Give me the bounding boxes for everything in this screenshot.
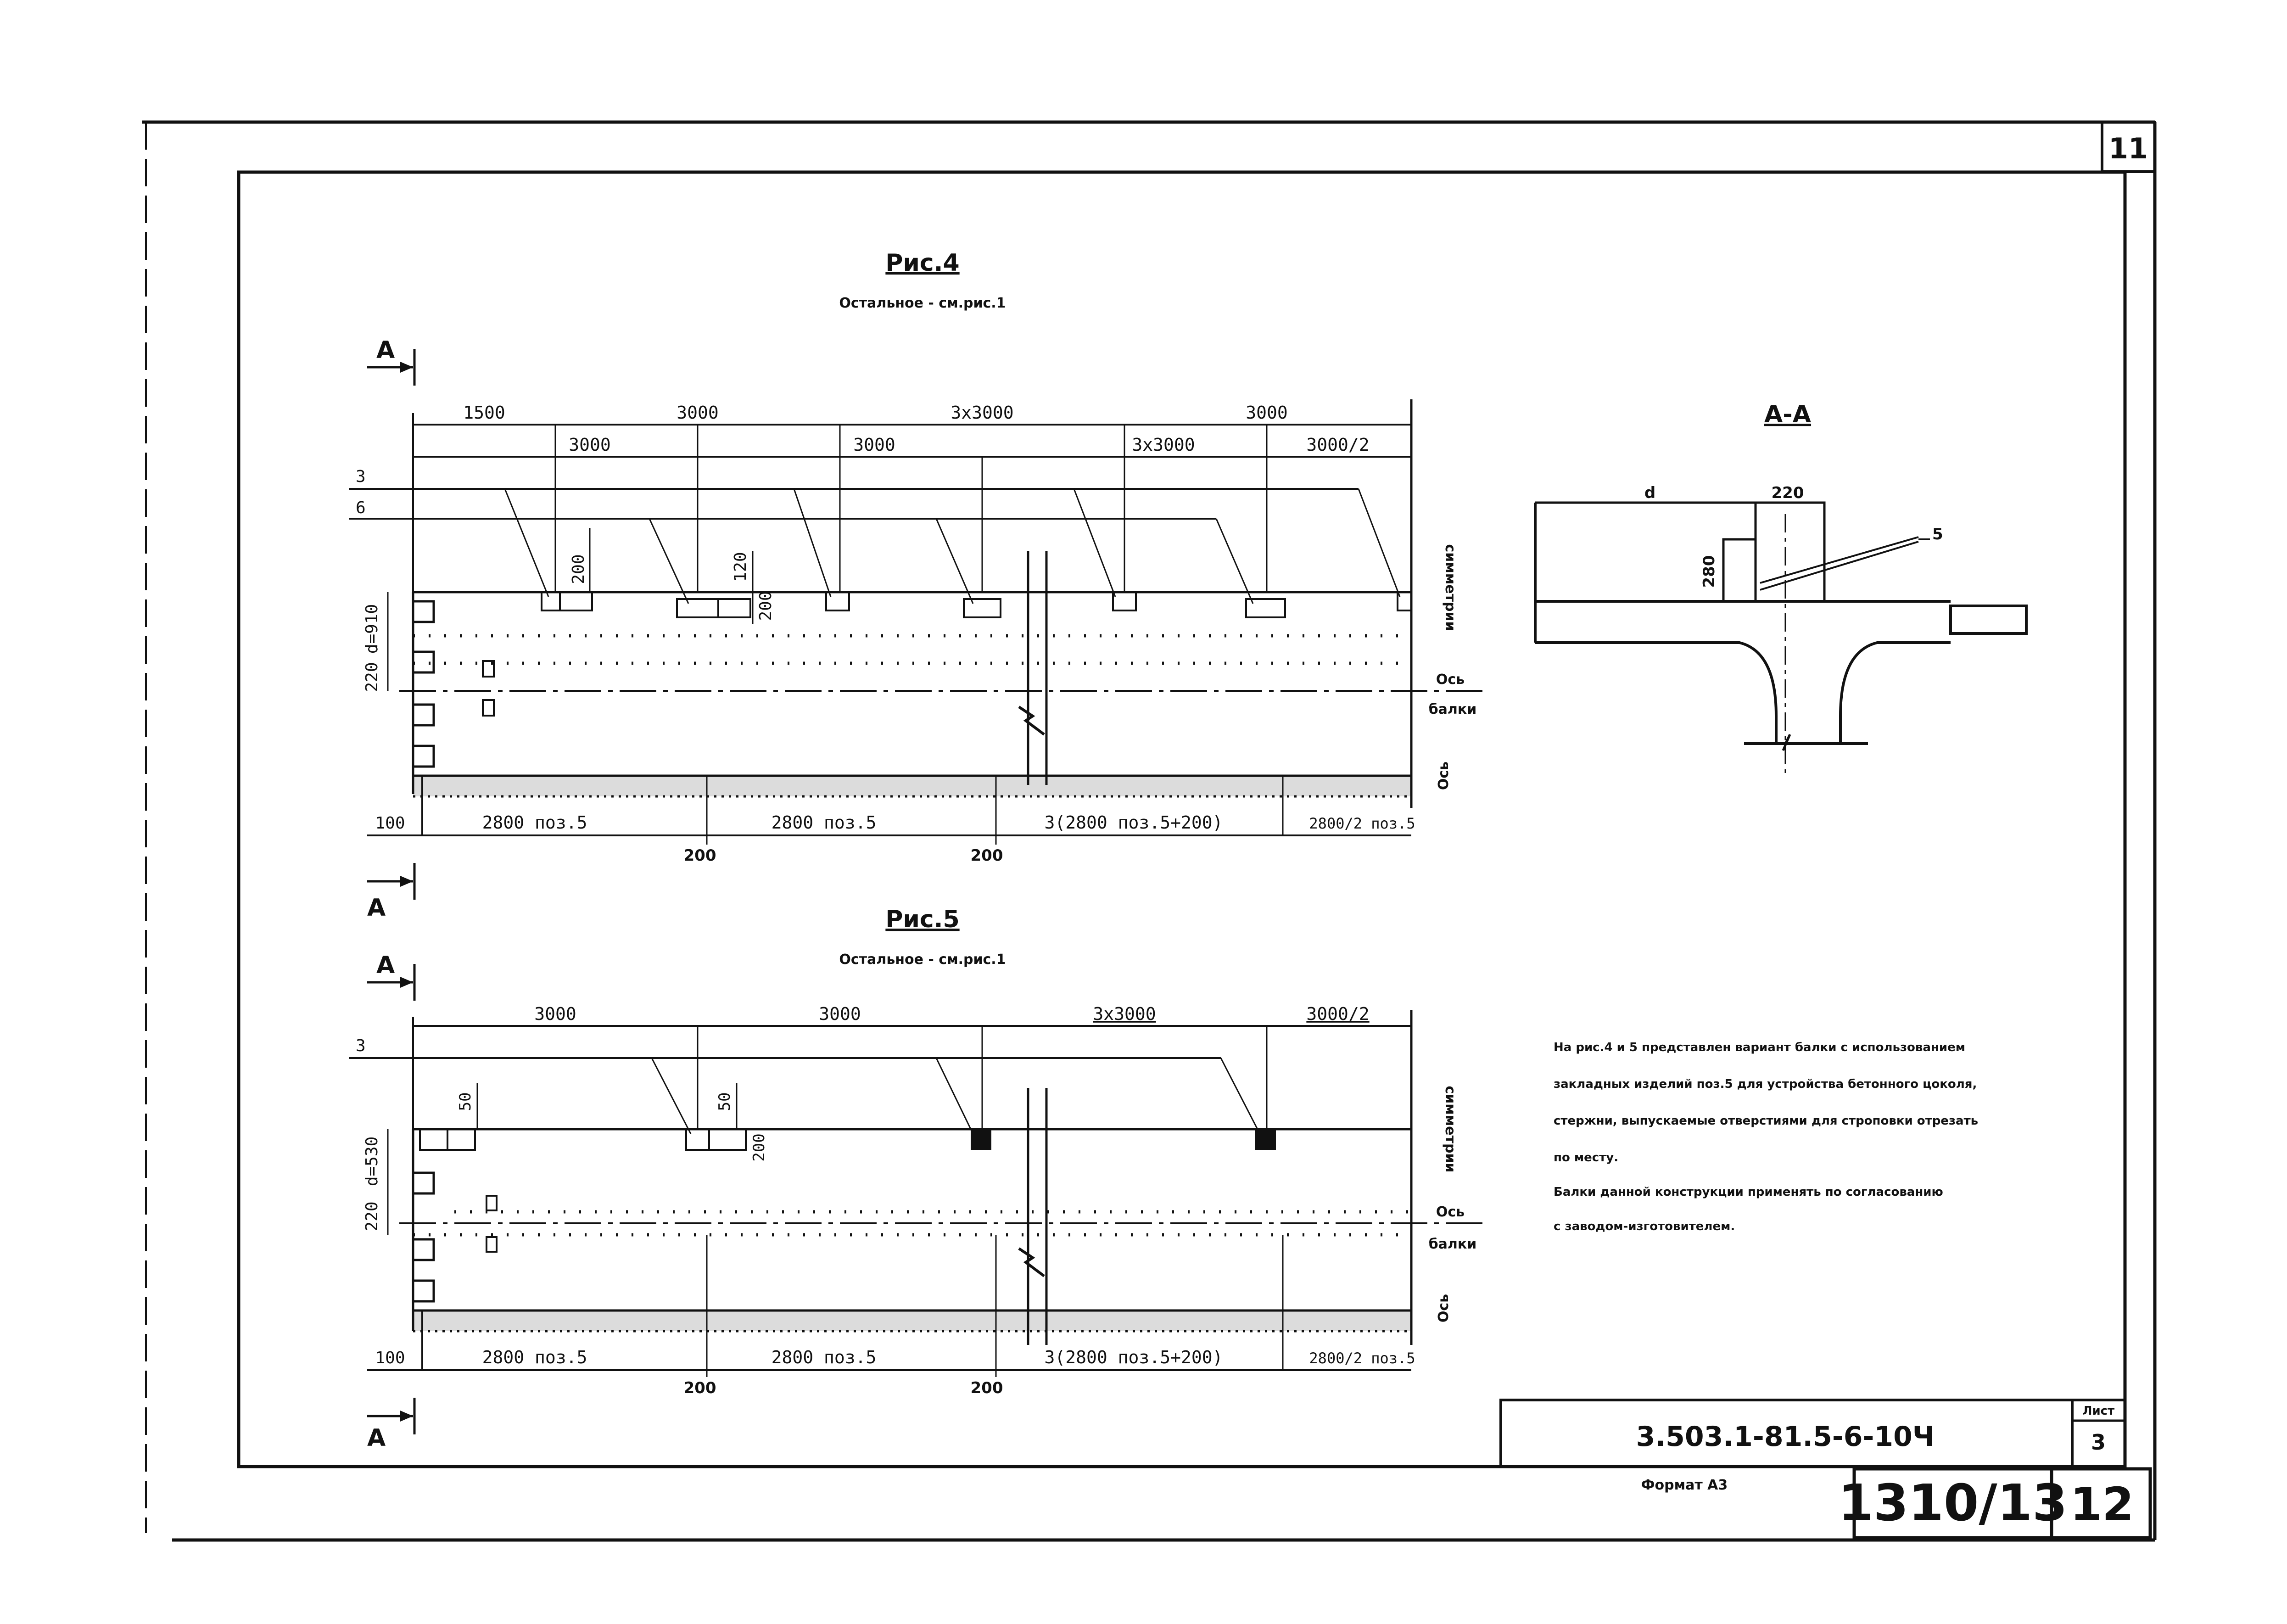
fig4-bottom-dim-4: 2800/2 поз.5 <box>1309 815 1415 832</box>
fig5-left-d: d=530 <box>363 1137 381 1186</box>
fig5-top-dim-3: 3х3000 <box>1093 1004 1156 1024</box>
note-line-3: стержни, выпускаемые отверстиями для стр… <box>1554 1114 1978 1128</box>
fig4-second-dim-3: 3х3000 <box>1132 435 1195 455</box>
fig4-second-dim-1: 3000 <box>569 435 611 455</box>
fig4-dim-200b: 200 <box>756 591 775 621</box>
fig5-ref-3: 3 <box>356 1036 366 1055</box>
section-dim-220: 220 <box>1772 484 1804 502</box>
fig4-title: Рис.4 <box>885 249 959 277</box>
note-line-5: Балки данной конструкции применять по со… <box>1554 1185 1943 1199</box>
fig5-bottom-dim-4: 2800/2 поз.5 <box>1309 1350 1415 1367</box>
fig4-below-200a: 200 <box>684 846 716 865</box>
format-label: Формат А3 <box>1641 1477 1728 1493</box>
drawing-code: 3.503.1-81.5-6-10Ч <box>1636 1421 1935 1453</box>
fig5-title: Рис.5 <box>885 906 959 933</box>
note-line-1: На рис.4 и 5 представлен вариант балки с… <box>1554 1041 1965 1054</box>
section-dim-280: 280 <box>1700 555 1718 588</box>
fig4-ref-6: 6 <box>356 498 366 517</box>
note-line-6: с заводом-изготовителем. <box>1554 1220 1735 1233</box>
figure-5: Рис.5 Остальное - см.рис.1 А А 3000 3000… <box>349 906 1482 1452</box>
fig4-bottom-100: 100 <box>375 814 405 833</box>
fig5-dim-200: 200 <box>750 1133 768 1161</box>
fig4-right-label-2: Ось <box>1436 672 1465 688</box>
fig4-bottom-dim-2: 2800 поз.5 <box>772 812 877 833</box>
section-ref-5: 5 <box>1932 525 1943 543</box>
fig5-top-dim-2: 3000 <box>819 1004 861 1024</box>
fig4-top-dim-4: 3000 <box>1246 403 1288 423</box>
section-title: А-А <box>1764 401 1811 428</box>
section-dim-d: d <box>1644 484 1655 502</box>
top-number: 11 <box>2108 132 2148 165</box>
fig5-top-dim-1: 3000 <box>534 1004 576 1024</box>
fig5-dim-50b: 50 <box>716 1092 734 1111</box>
section-a-a: А-А d 220 280 5 <box>1534 401 2028 776</box>
fig4-bottom-dim-3: 3(2800 поз.5+200) <box>1045 812 1223 833</box>
fig4-right-label-4: Ось <box>1436 762 1452 790</box>
fig5-bottom-dim-3: 3(2800 поз.5+200) <box>1045 1347 1223 1367</box>
sheet-label: Лист <box>2082 1404 2114 1418</box>
fig5-bottom-dim-2: 2800 поз.5 <box>772 1347 877 1367</box>
fig5-left-220: 220 <box>363 1201 381 1231</box>
fig5-bottom-dim-1: 2800 поз.5 <box>482 1347 587 1367</box>
fig5-below-200a: 200 <box>684 1379 716 1397</box>
fig5-right-label-4: Ось <box>1436 1294 1452 1322</box>
fig4-top-dim-1: 1500 <box>463 403 505 423</box>
fig5-right-label-1: симметрии <box>1442 1086 1458 1172</box>
fig4-dim-200: 200 <box>569 554 588 584</box>
fig4-subtitle: Остальное - см.рис.1 <box>839 295 1006 311</box>
fig5-subtitle: Остальное - см.рис.1 <box>839 952 1006 968</box>
sheet-frame <box>142 120 2157 1542</box>
fig4-dim-120: 120 <box>731 552 750 582</box>
fig5-right-label-2: Ось <box>1436 1204 1465 1220</box>
fig4-top-dim-3: 3х3000 <box>951 403 1013 423</box>
fig4-second-dim-4: 3000/2 <box>1306 435 1369 455</box>
fig4-section-mark-top: А <box>376 336 395 364</box>
fig5-below-200b: 200 <box>971 1379 1003 1397</box>
note-line-4: по месту. <box>1554 1151 1618 1165</box>
fig4-left-d: d=910 <box>363 604 381 654</box>
notes-block: На рис.4 и 5 представлен вариант балки с… <box>1554 1041 1978 1233</box>
fig4-top-dim-2: 3000 <box>677 403 719 423</box>
fig4-left-220: 220 <box>363 662 381 692</box>
page-number: 12 <box>2070 1478 2134 1531</box>
fig4-ref-3: 3 <box>356 467 366 486</box>
fig5-section-mark-bottom: А <box>367 1424 386 1452</box>
fig5-right-label-3: балки <box>1429 1236 1477 1252</box>
fig5-bottom-100: 100 <box>375 1349 405 1367</box>
fig5-section-mark-top: А <box>376 952 395 979</box>
fig4-bottom-dim-1: 2800 поз.5 <box>482 812 587 833</box>
fig5-dim-50a: 50 <box>456 1092 475 1111</box>
title-block <box>1499 1399 2152 1540</box>
archive-number: 1310/13 <box>1838 1473 2067 1532</box>
fig4-second-dim-2: 3000 <box>853 435 895 455</box>
fig4-right-label-1: симметрии <box>1442 544 1458 631</box>
fig5-top-dim-4: 3000/2 <box>1306 1004 1369 1024</box>
figure-4: Рис.4 Остальное - см.рис.1 А А 1500 3000… <box>349 249 1482 922</box>
fig4-below-200b: 200 <box>971 846 1003 865</box>
note-line-2: закладных изделий поз.5 для устройства б… <box>1554 1077 1977 1091</box>
fig4-section-mark-bottom: А <box>367 894 386 922</box>
fig4-right-label-3: балки <box>1429 701 1477 717</box>
sheet-number: 3 <box>2091 1430 2106 1455</box>
